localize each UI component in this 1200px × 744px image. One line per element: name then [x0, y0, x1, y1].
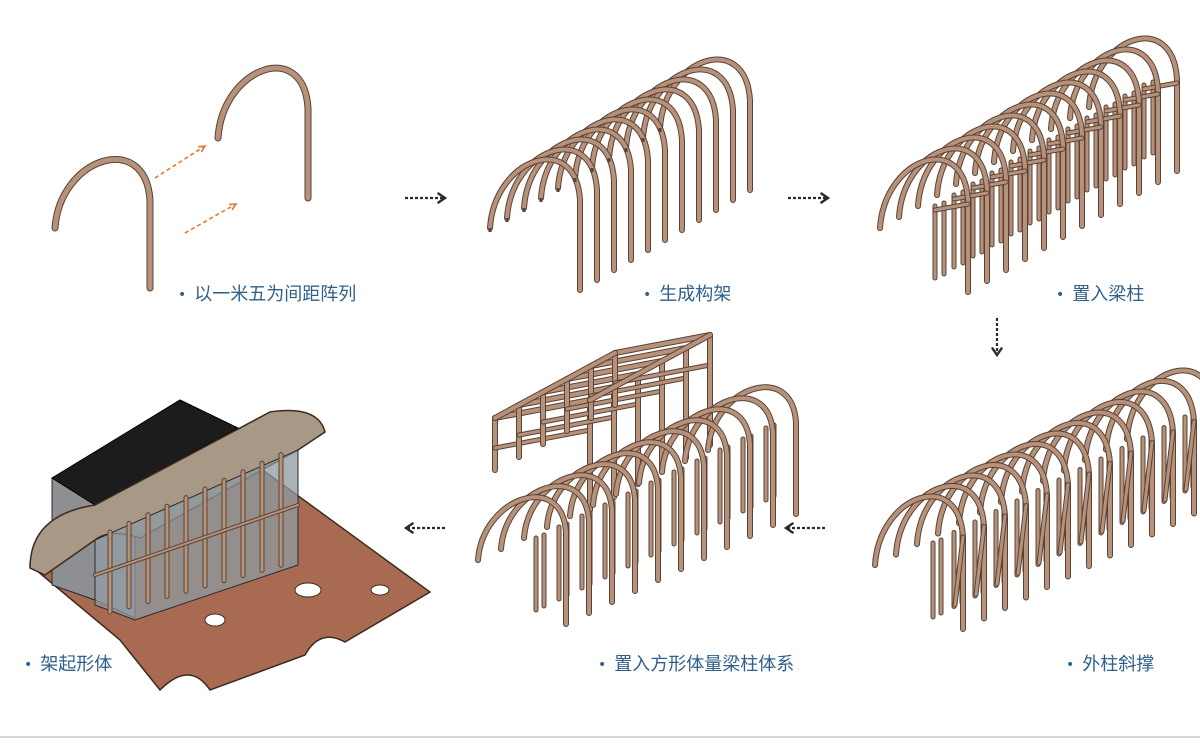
arch-rib: [215, 65, 311, 201]
frame-rib: [1011, 80, 1103, 217]
ground-opening: [370, 584, 390, 596]
label-step-array: •以一米五为间距阵列: [178, 284, 357, 305]
flow-arrowhead-icon: [820, 192, 831, 204]
arch-rib: [52, 157, 153, 291]
bullet-icon: •: [24, 657, 33, 673]
step-beams-illustration: [877, 35, 1180, 295]
frame-rib: [1041, 410, 1133, 547]
array-arrowhead-icon: [228, 203, 238, 211]
frame-rib: [954, 113, 1046, 250]
diagonal-brace: [1058, 483, 1070, 554]
box-beam-top: [613, 333, 712, 355]
step-volume-illustration: [475, 332, 799, 627]
bullet-icon: •: [643, 287, 652, 303]
box-long-beam: [588, 333, 712, 402]
diagonal-brace: [1016, 504, 1028, 575]
array-arrow-line: [184, 203, 237, 234]
arch-rib-edge: [51, 156, 154, 292]
bullet-icon: •: [178, 287, 187, 303]
frame-rib: [505, 147, 599, 282]
bullet-icon: •: [1056, 287, 1065, 303]
frame-rib: [1125, 368, 1200, 441]
flow-arrowhead-icon: [437, 192, 448, 204]
frame-rib: [915, 473, 1007, 610]
frame-rib: [499, 484, 591, 615]
diagonal-brace: [1079, 472, 1091, 544]
ground-opening: [204, 613, 226, 627]
frame-rib: [1087, 36, 1179, 173]
frame-rib: [957, 452, 1049, 589]
box-beam-top: [589, 346, 688, 368]
bullet-icon: •: [1066, 657, 1075, 673]
black-roof: [51, 399, 240, 506]
diagonal-brace: [995, 514, 1007, 586]
diagonal-brace: [1037, 493, 1049, 565]
frame-rib: [978, 441, 1070, 579]
flow-arrowhead-icon: [991, 347, 1003, 358]
frame-rib: [1104, 378, 1196, 516]
frame-rib: [992, 91, 1084, 228]
bottom-divider: [0, 736, 1200, 738]
frame-rib: [897, 146, 989, 283]
frame-rib: [522, 137, 616, 272]
label-step-beams: •置入梁柱: [1056, 284, 1145, 305]
step-form-illustration: [28, 399, 432, 692]
frame-rib: [878, 157, 970, 294]
frame-rib: [1049, 58, 1141, 195]
label-step-volume: •置入方形体量梁柱体系: [598, 654, 795, 675]
flow-arrows: [403, 192, 1003, 534]
ground-opening: [294, 582, 322, 598]
frame-rib: [1083, 389, 1175, 526]
frame-rib: [539, 127, 633, 262]
bullet-icon: •: [598, 657, 607, 673]
step-braces-illustration: [872, 367, 1200, 632]
flow-arrowhead-icon: [403, 522, 414, 534]
diagonal-brace: [1100, 462, 1112, 533]
beam-connector: [933, 202, 970, 212]
frame-rib: [1062, 399, 1154, 537]
frame-rib: [936, 462, 1028, 600]
frame-rib: [522, 473, 614, 604]
diagonal-brace: [953, 535, 965, 607]
flow-arrowhead-icon: [783, 522, 794, 534]
frame-rib: [488, 157, 582, 292]
frame-rib-edge: [487, 156, 583, 293]
facade-transom: [94, 504, 299, 576]
step-array-illustration: [51, 64, 312, 292]
frame-rib: [894, 483, 986, 621]
array-arrowhead-icon: [197, 145, 207, 153]
step-frame-illustration: [487, 56, 753, 293]
label-step-form: •架起形体: [24, 654, 113, 675]
array-arrow-line: [154, 145, 206, 179]
diagonal-brace: [1121, 451, 1133, 523]
diagonal-brace: [1184, 420, 1196, 491]
frame-rib: [1030, 69, 1122, 206]
frame-rib: [999, 431, 1091, 568]
frame-rib: [973, 102, 1065, 239]
frame-rib: [1068, 47, 1160, 184]
diagonal-brace: [974, 525, 986, 596]
frame-rib-edge: [872, 493, 966, 632]
frame-rib: [476, 495, 568, 626]
frame-rib: [1020, 420, 1112, 558]
diagonal-brace: [1142, 441, 1154, 512]
arch-rib-edge: [214, 64, 312, 202]
frame-rib: [873, 494, 965, 631]
diagonal-brace: [1163, 430, 1175, 502]
box-long-beam: [493, 351, 617, 420]
frame-rib: [935, 124, 1027, 261]
label-step-frame: •生成构架: [643, 284, 732, 305]
frame-rib-edge: [475, 494, 569, 627]
frame-rib: [916, 135, 1008, 272]
label-step-braces: •外柱斜撑: [1066, 654, 1155, 675]
